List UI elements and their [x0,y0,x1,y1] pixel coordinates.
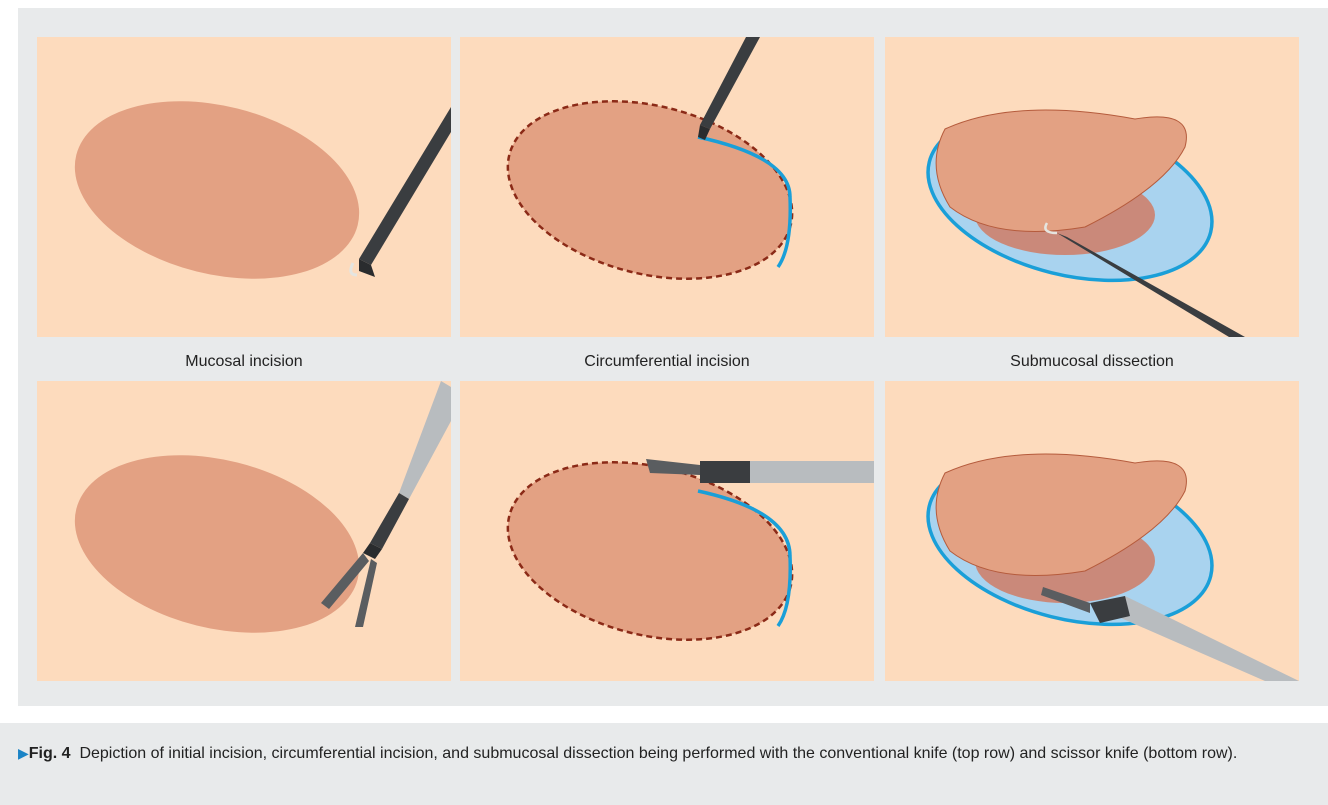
panel-mucosal-incision-knife [37,37,451,337]
panel-label-mucosal-incision: Mucosal incision [37,352,451,372]
panel-label-circumferential-incision: Circumferential incision [460,352,874,372]
panel-circumferential-incision-scissor [460,381,874,681]
panel-label-submucosal-dissection: Submucosal dissection [885,352,1299,372]
panel-mucosal-incision-scissor [37,381,451,681]
panel-circumferential-incision-knife [460,37,874,337]
figure-caption: ▶Fig. 4 Depiction of initial incision, c… [18,740,1318,767]
caption-marker-icon: ▶ [18,745,29,761]
figure-number: Fig. 4 [29,745,71,762]
panel-submucosal-dissection-scissor [885,381,1299,681]
caption-text: Depiction of initial incision, circumfer… [79,745,1237,762]
panel-submucosal-dissection-knife [885,37,1299,337]
